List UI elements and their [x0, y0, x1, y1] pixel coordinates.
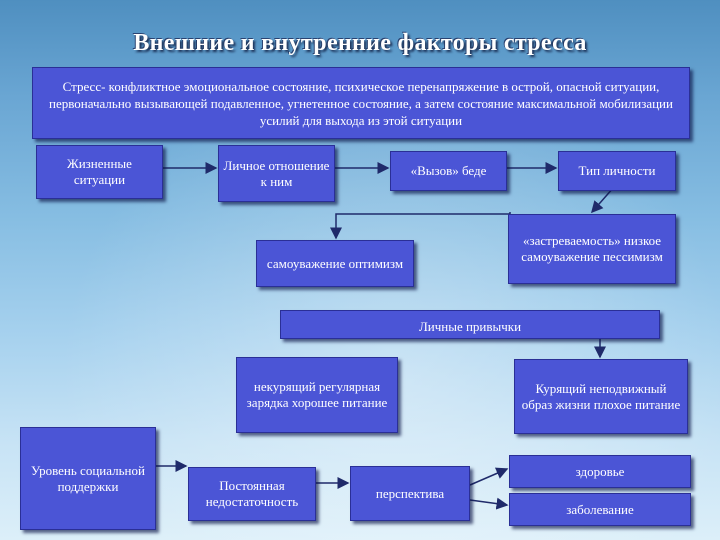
slide-title: Внешние и внутренние факторы стресса — [133, 30, 587, 56]
disease-label: заболевание — [566, 501, 634, 517]
social-support-label: Уровень социальной поддержки — [31, 462, 145, 494]
life-situations-label: Жизненные ситуации — [67, 156, 132, 187]
social-support-box: Уровень социальной поддержки — [20, 427, 156, 530]
non-smoker-box: некурящий регулярная зарядка хорошее пит… — [236, 357, 398, 433]
perspective-label: перспектива — [375, 485, 445, 501]
stuck-label: «застреваемость» низкое самоуважение пес… — [521, 233, 663, 264]
personality-type-box: Тип личности — [558, 151, 676, 191]
perspective-box: перспектива — [350, 466, 470, 521]
personal-habits-label: Личные привычки — [418, 319, 522, 334]
arrow-perspective-to-disease — [469, 497, 509, 510]
challenge-box: «Вызов» беде — [390, 151, 507, 191]
life-situations-box: Жизненные ситуации — [36, 145, 163, 199]
arrow-perspective-to-health — [469, 467, 509, 486]
smoker-label: Курящий неподвижный образ жизни плохое п… — [521, 380, 681, 412]
arrow-type-to-stuck — [591, 186, 615, 214]
insufficiency-label: Постоянная недостаточность — [205, 478, 299, 509]
self-esteem-label: самоуважение оптимизм — [266, 255, 404, 271]
personal-attitude-box: Личное отношение к ним — [218, 145, 335, 202]
disease-box: заболевание — [509, 493, 691, 526]
stress-definition-text: Стресс- конфликтное эмоциональное состоя… — [49, 78, 673, 128]
personality-type-label: Тип личности — [578, 163, 656, 178]
arrow-stuck-to-self-esteem — [330, 212, 511, 240]
smoker-box: Курящий неподвижный образ жизни плохое п… — [514, 359, 688, 434]
stuck-box: «застреваемость» низкое самоуважение пес… — [508, 214, 676, 284]
challenge-label: «Вызов» беде — [410, 163, 487, 178]
health-label: здоровье — [575, 463, 625, 479]
health-box: здоровье — [509, 455, 691, 488]
personal-attitude-label: Личное отношение к ним — [223, 157, 330, 189]
stress-definition-box: Стресс- конфликтное эмоциональное состоя… — [32, 67, 690, 139]
non-smoker-label: некурящий регулярная зарядка хорошее пит… — [246, 379, 388, 410]
insufficiency-box: Постоянная недостаточность — [188, 467, 316, 521]
self-esteem-box: самоуважение оптимизм — [256, 240, 414, 287]
personal-habits-box: Личные привычки — [280, 310, 660, 339]
